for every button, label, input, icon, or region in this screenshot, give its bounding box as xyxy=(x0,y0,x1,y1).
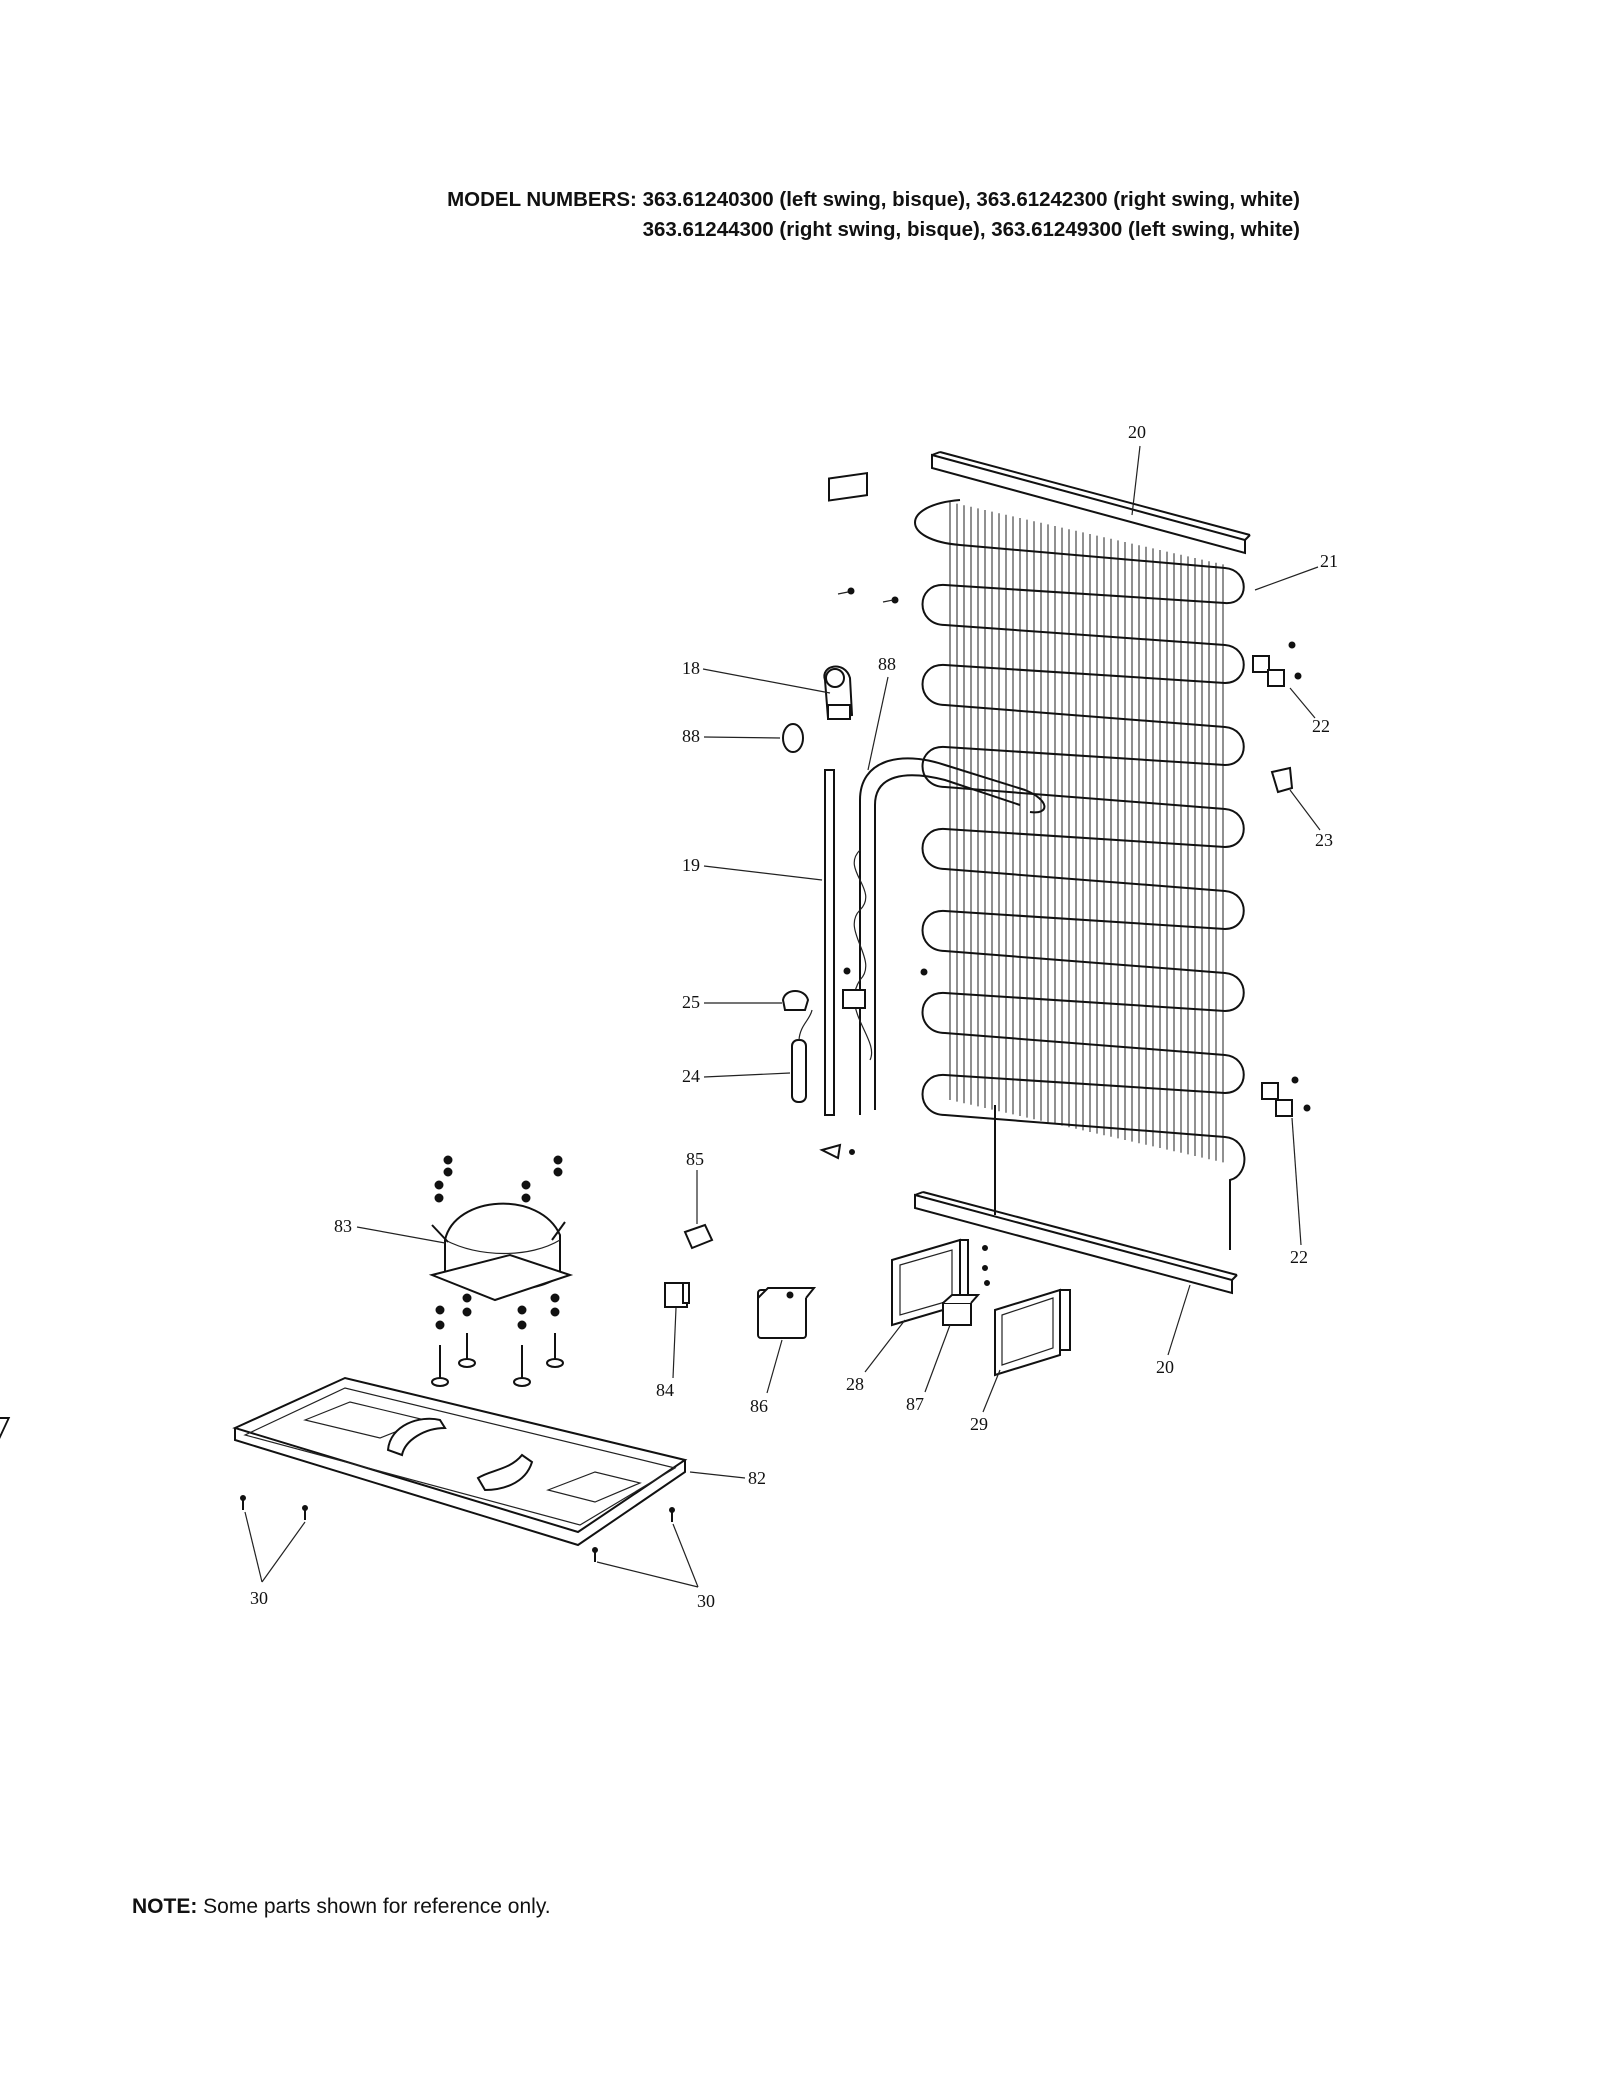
callout-30-right: 30 xyxy=(697,1591,715,1611)
electrical-box-bracket xyxy=(891,1238,988,1327)
top-condenser-bar xyxy=(931,451,1251,555)
callout-23: 23 xyxy=(1315,830,1333,850)
leader-lines xyxy=(244,445,1321,1588)
note-label: NOTE: xyxy=(132,1895,198,1918)
terminal-block xyxy=(942,1294,981,1326)
callout-18: 18 xyxy=(682,658,700,678)
small-grommet xyxy=(819,1143,855,1160)
drier-clip xyxy=(781,990,810,1011)
model-numbers-label: MODEL NUMBERS: xyxy=(447,188,637,211)
callout-29: 29 xyxy=(970,1414,988,1434)
model-numbers-header: MODEL NUMBERS: 363.61240300 (left swing,… xyxy=(0,185,1300,245)
callout-22-bottom: 22 xyxy=(1290,1247,1308,1267)
bottom-condenser-bar xyxy=(914,1191,1238,1295)
model-numbers-line-1: MODEL NUMBERS: 363.61240300 (left swing,… xyxy=(0,185,1300,215)
callout-22-top: 22 xyxy=(1312,716,1330,736)
callout-83: 83 xyxy=(334,1216,352,1236)
callout-82: 82 xyxy=(748,1468,766,1488)
callout-84: 84 xyxy=(656,1380,674,1400)
run-capacitor xyxy=(757,1287,817,1339)
callout-88-right: 88 xyxy=(878,654,896,674)
callout-30-left: 30 xyxy=(250,1588,268,1608)
callout-28: 28 xyxy=(846,1374,864,1394)
callout-87: 87 xyxy=(906,1394,924,1414)
start-relay xyxy=(664,1282,690,1308)
mounting-bracket-top-left xyxy=(828,472,899,604)
base-pan xyxy=(0,1376,688,1547)
drier-holder xyxy=(823,665,854,720)
reference-note: NOTE: Some parts shown for reference onl… xyxy=(132,1895,551,1919)
callout-85: 85 xyxy=(686,1149,704,1169)
callout-labels: 20 21 18 88 88 22 23 19 25 24 85 83 22 2… xyxy=(250,422,1338,1611)
callout-21: 21 xyxy=(1320,551,1338,571)
callout-25: 25 xyxy=(682,992,700,1012)
coil-serpentine-tube xyxy=(914,499,1246,1250)
tube-clip xyxy=(1270,766,1294,794)
note-text: Some parts shown for reference only. xyxy=(197,1895,551,1918)
model-numbers-line-2: 363.61244300 (right swing, bisque), 363.… xyxy=(642,218,1300,241)
callout-20-bottom: 20 xyxy=(1156,1357,1174,1377)
capillary-tube xyxy=(824,769,835,1116)
callout-24: 24 xyxy=(682,1066,700,1086)
model-numbers-text-1: 363.61240300 (left swing, bisque), 363.6… xyxy=(636,188,1300,211)
mounting-bracket-middle xyxy=(842,967,928,1009)
mounting-bracket-lower-right xyxy=(1261,1076,1311,1117)
overload-protector xyxy=(683,1223,714,1250)
filter-drier xyxy=(791,1009,813,1103)
grommet-ring xyxy=(782,723,804,753)
compressor xyxy=(428,1155,574,1387)
callout-19: 19 xyxy=(682,855,700,875)
callout-20-top: 20 xyxy=(1128,422,1146,442)
compressor-mount-bolts xyxy=(431,1293,564,1387)
condenser-coil xyxy=(853,451,1251,1250)
mounting-bracket-top-right xyxy=(1252,641,1302,687)
callout-88-left: 88 xyxy=(682,726,700,746)
suction-tube-loop xyxy=(859,757,1046,1115)
compressor-top-grommets xyxy=(434,1155,563,1203)
callout-86: 86 xyxy=(750,1396,768,1416)
electrical-box-cover xyxy=(984,1280,1071,1377)
base-pan-screws xyxy=(240,1495,675,1562)
